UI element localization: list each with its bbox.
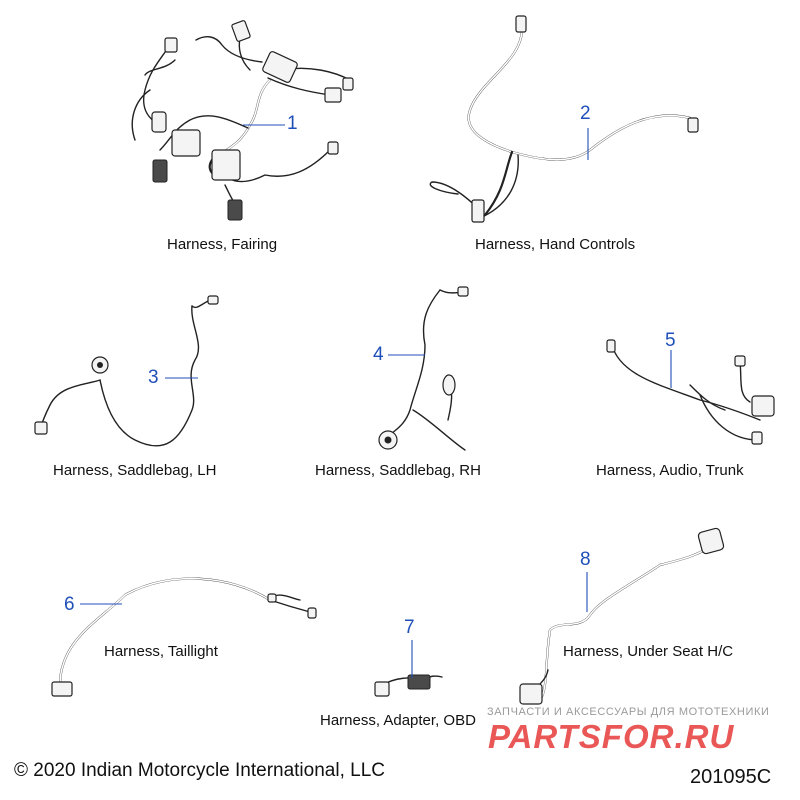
caption-harness-taillight: Harness, Taillight [104, 643, 218, 660]
diagram-reference-number: 201095C [690, 766, 772, 788]
caption-harness-saddlebag-rh: Harness, Saddlebag, RH [315, 462, 481, 479]
saddlebag-lh-harness-drawing [34, 295, 219, 447]
callout-4: 4 [373, 344, 384, 365]
under-seat-hc-harness-drawing [519, 527, 725, 705]
copyright-notice: © 2020 Indian Motorcycle International, … [14, 760, 385, 781]
callout-8: 8 [580, 549, 591, 570]
caption-harness-adapter-obd: Harness, Adapter, OBD [320, 712, 476, 729]
saddlebag-rh-harness-drawing [378, 286, 469, 451]
watermark-tagline: ЗАПЧАСТИ И АКСЕССУАРЫ ДЛЯ МОТОТЕХНИКИ [487, 706, 770, 718]
caption-harness-hand-controls: Harness, Hand Controls [475, 236, 636, 253]
caption-harness-under-seat-hc: Harness, Under Seat H/C [563, 643, 734, 660]
obd-adapter-harness-drawing [374, 640, 443, 697]
audio-trunk-harness-drawing [606, 339, 775, 445]
taillight-harness-drawing [51, 577, 317, 697]
callout-5: 5 [665, 330, 676, 351]
callout-3: 3 [148, 367, 159, 388]
callout-1: 1 [287, 113, 298, 134]
fairing-harness-drawing [131, 20, 354, 221]
callout-7: 7 [404, 617, 415, 638]
hand-controls-harness-drawing [429, 15, 699, 223]
caption-harness-audio-trunk: Harness, Audio, Trunk [596, 462, 744, 479]
callout-2: 2 [580, 103, 591, 124]
callout-6: 6 [64, 594, 75, 615]
watermark-logo: PARTSFOR.RU [488, 718, 735, 755]
caption-harness-saddlebag-lh: Harness, Saddlebag, LH [53, 462, 217, 479]
caption-harness-fairing: Harness, Fairing [167, 236, 278, 253]
